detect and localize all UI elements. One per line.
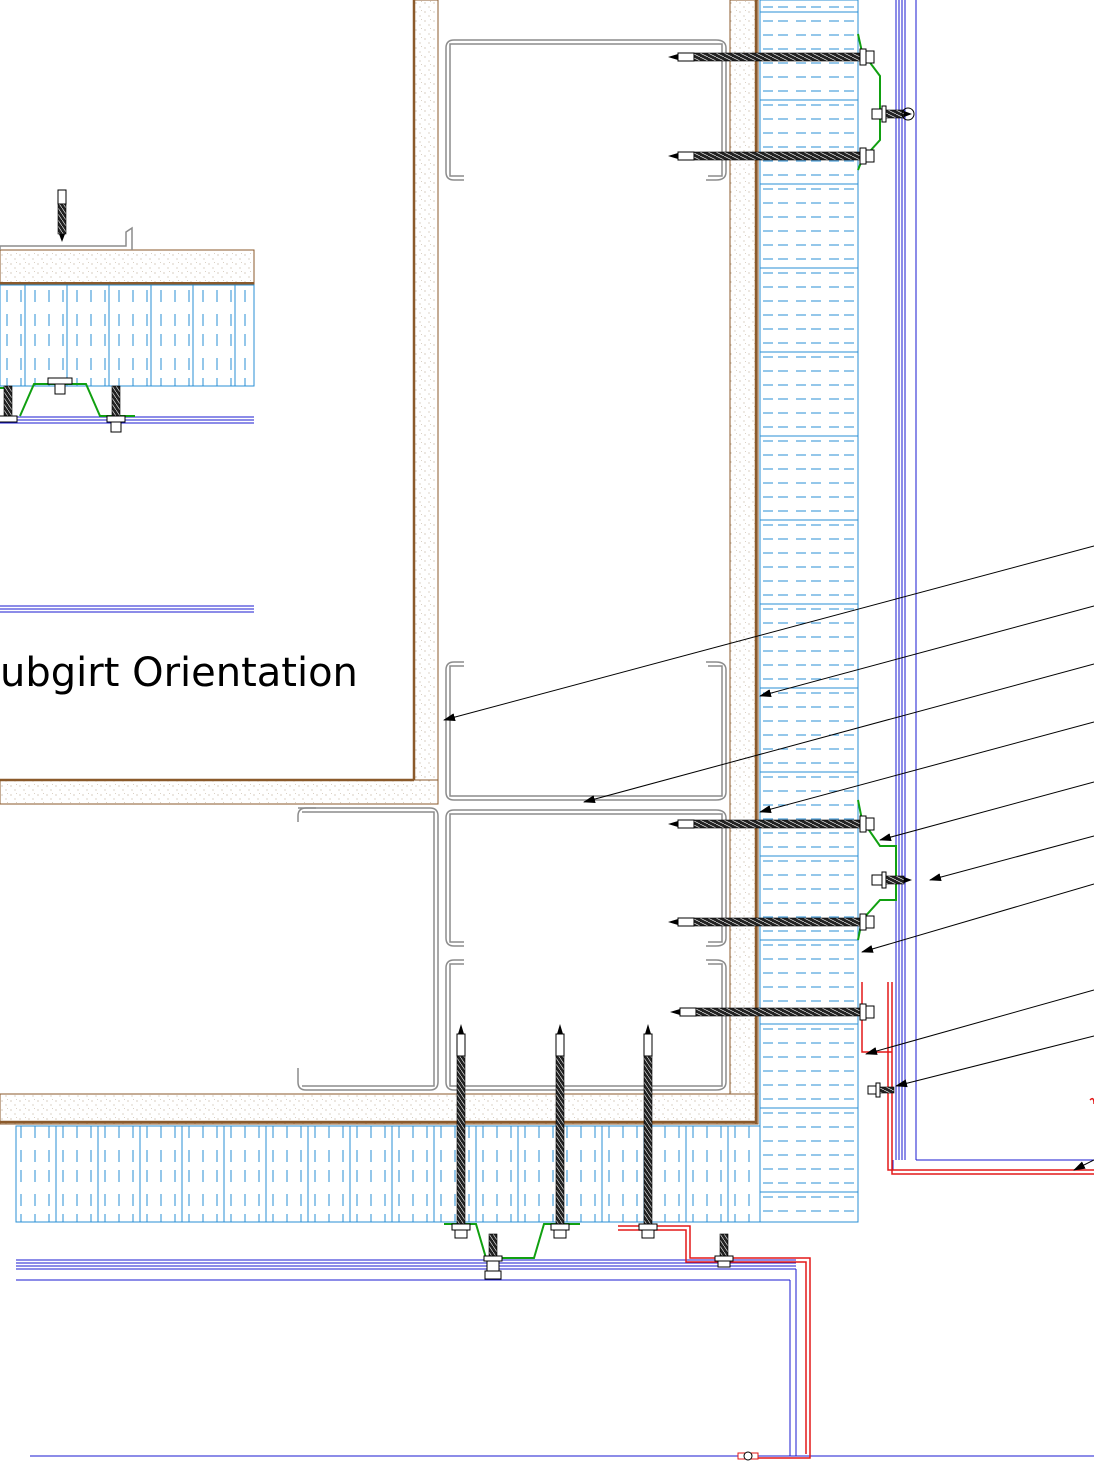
self-drilling-screw-icon <box>668 913 875 931</box>
fasteners-vertical <box>451 1024 759 1461</box>
self-drilling-screw-icon <box>871 105 915 123</box>
metal-wall-panel-vertical <box>892 0 1094 1170</box>
corner-trim-flashing <box>618 982 1094 1459</box>
self-drilling-screw-icon <box>714 1233 734 1268</box>
fasteners-horizontal <box>668 48 915 1098</box>
leader-arrowhead <box>759 721 1094 814</box>
inset-panel-edge <box>0 605 254 613</box>
inset-fastener-head <box>47 377 73 395</box>
self-drilling-screw-icon <box>668 815 875 833</box>
inset-girt-flange <box>0 226 133 250</box>
leader-arrowhead <box>861 883 1094 953</box>
leader-lines <box>443 545 1094 1171</box>
stud-corner <box>297 807 439 1091</box>
leader-arrowhead <box>1073 1159 1094 1171</box>
self-drilling-screw-icon <box>867 1082 895 1098</box>
inset-insulation <box>0 284 255 387</box>
wall-insulation-vertical <box>759 0 859 1223</box>
inset-sheathing-board <box>0 249 255 285</box>
metal-wall-panel-horizontal <box>16 1259 1094 1457</box>
stud-middle <box>445 661 727 801</box>
leader-arrowhead <box>583 663 1094 803</box>
self-drilling-screw-icon <box>670 1003 875 1021</box>
leader-arrowhead <box>929 835 1094 882</box>
self-drilling-screw-icon <box>0 385 18 423</box>
wall-insulation-horizontal <box>15 1125 761 1223</box>
steel-studs <box>297 39 727 1091</box>
detail-caption: ubgirt Orientation <box>0 650 358 696</box>
stud-lower <box>445 809 727 947</box>
leader-arrowhead <box>443 545 1094 722</box>
leader-arrowhead <box>759 605 1094 698</box>
leader-arrowhead <box>879 781 1094 841</box>
inset-metal-panel <box>0 416 254 424</box>
self-drilling-screw-icon <box>871 871 912 889</box>
stud-upper <box>445 39 727 181</box>
exterior-sheathing-board <box>0 0 759 1125</box>
self-drilling-screw-icon <box>638 1024 658 1239</box>
inset-detail <box>0 189 255 613</box>
inset-insulation-dividers <box>24 285 236 386</box>
self-drilling-screw-icon <box>451 1024 471 1239</box>
self-drilling-screw-icon <box>737 1451 759 1461</box>
self-drilling-screw-icon <box>483 1233 503 1280</box>
self-drilling-screw-icon <box>668 48 875 66</box>
self-drilling-screw-icon <box>106 385 126 433</box>
self-drilling-screw-icon <box>57 189 67 242</box>
self-drilling-screw-icon <box>550 1024 570 1239</box>
leader-arrowhead <box>865 989 1094 1055</box>
stud-bottom <box>445 959 727 1091</box>
leader-arrowhead <box>895 1035 1094 1088</box>
self-drilling-screw-icon <box>668 147 875 165</box>
